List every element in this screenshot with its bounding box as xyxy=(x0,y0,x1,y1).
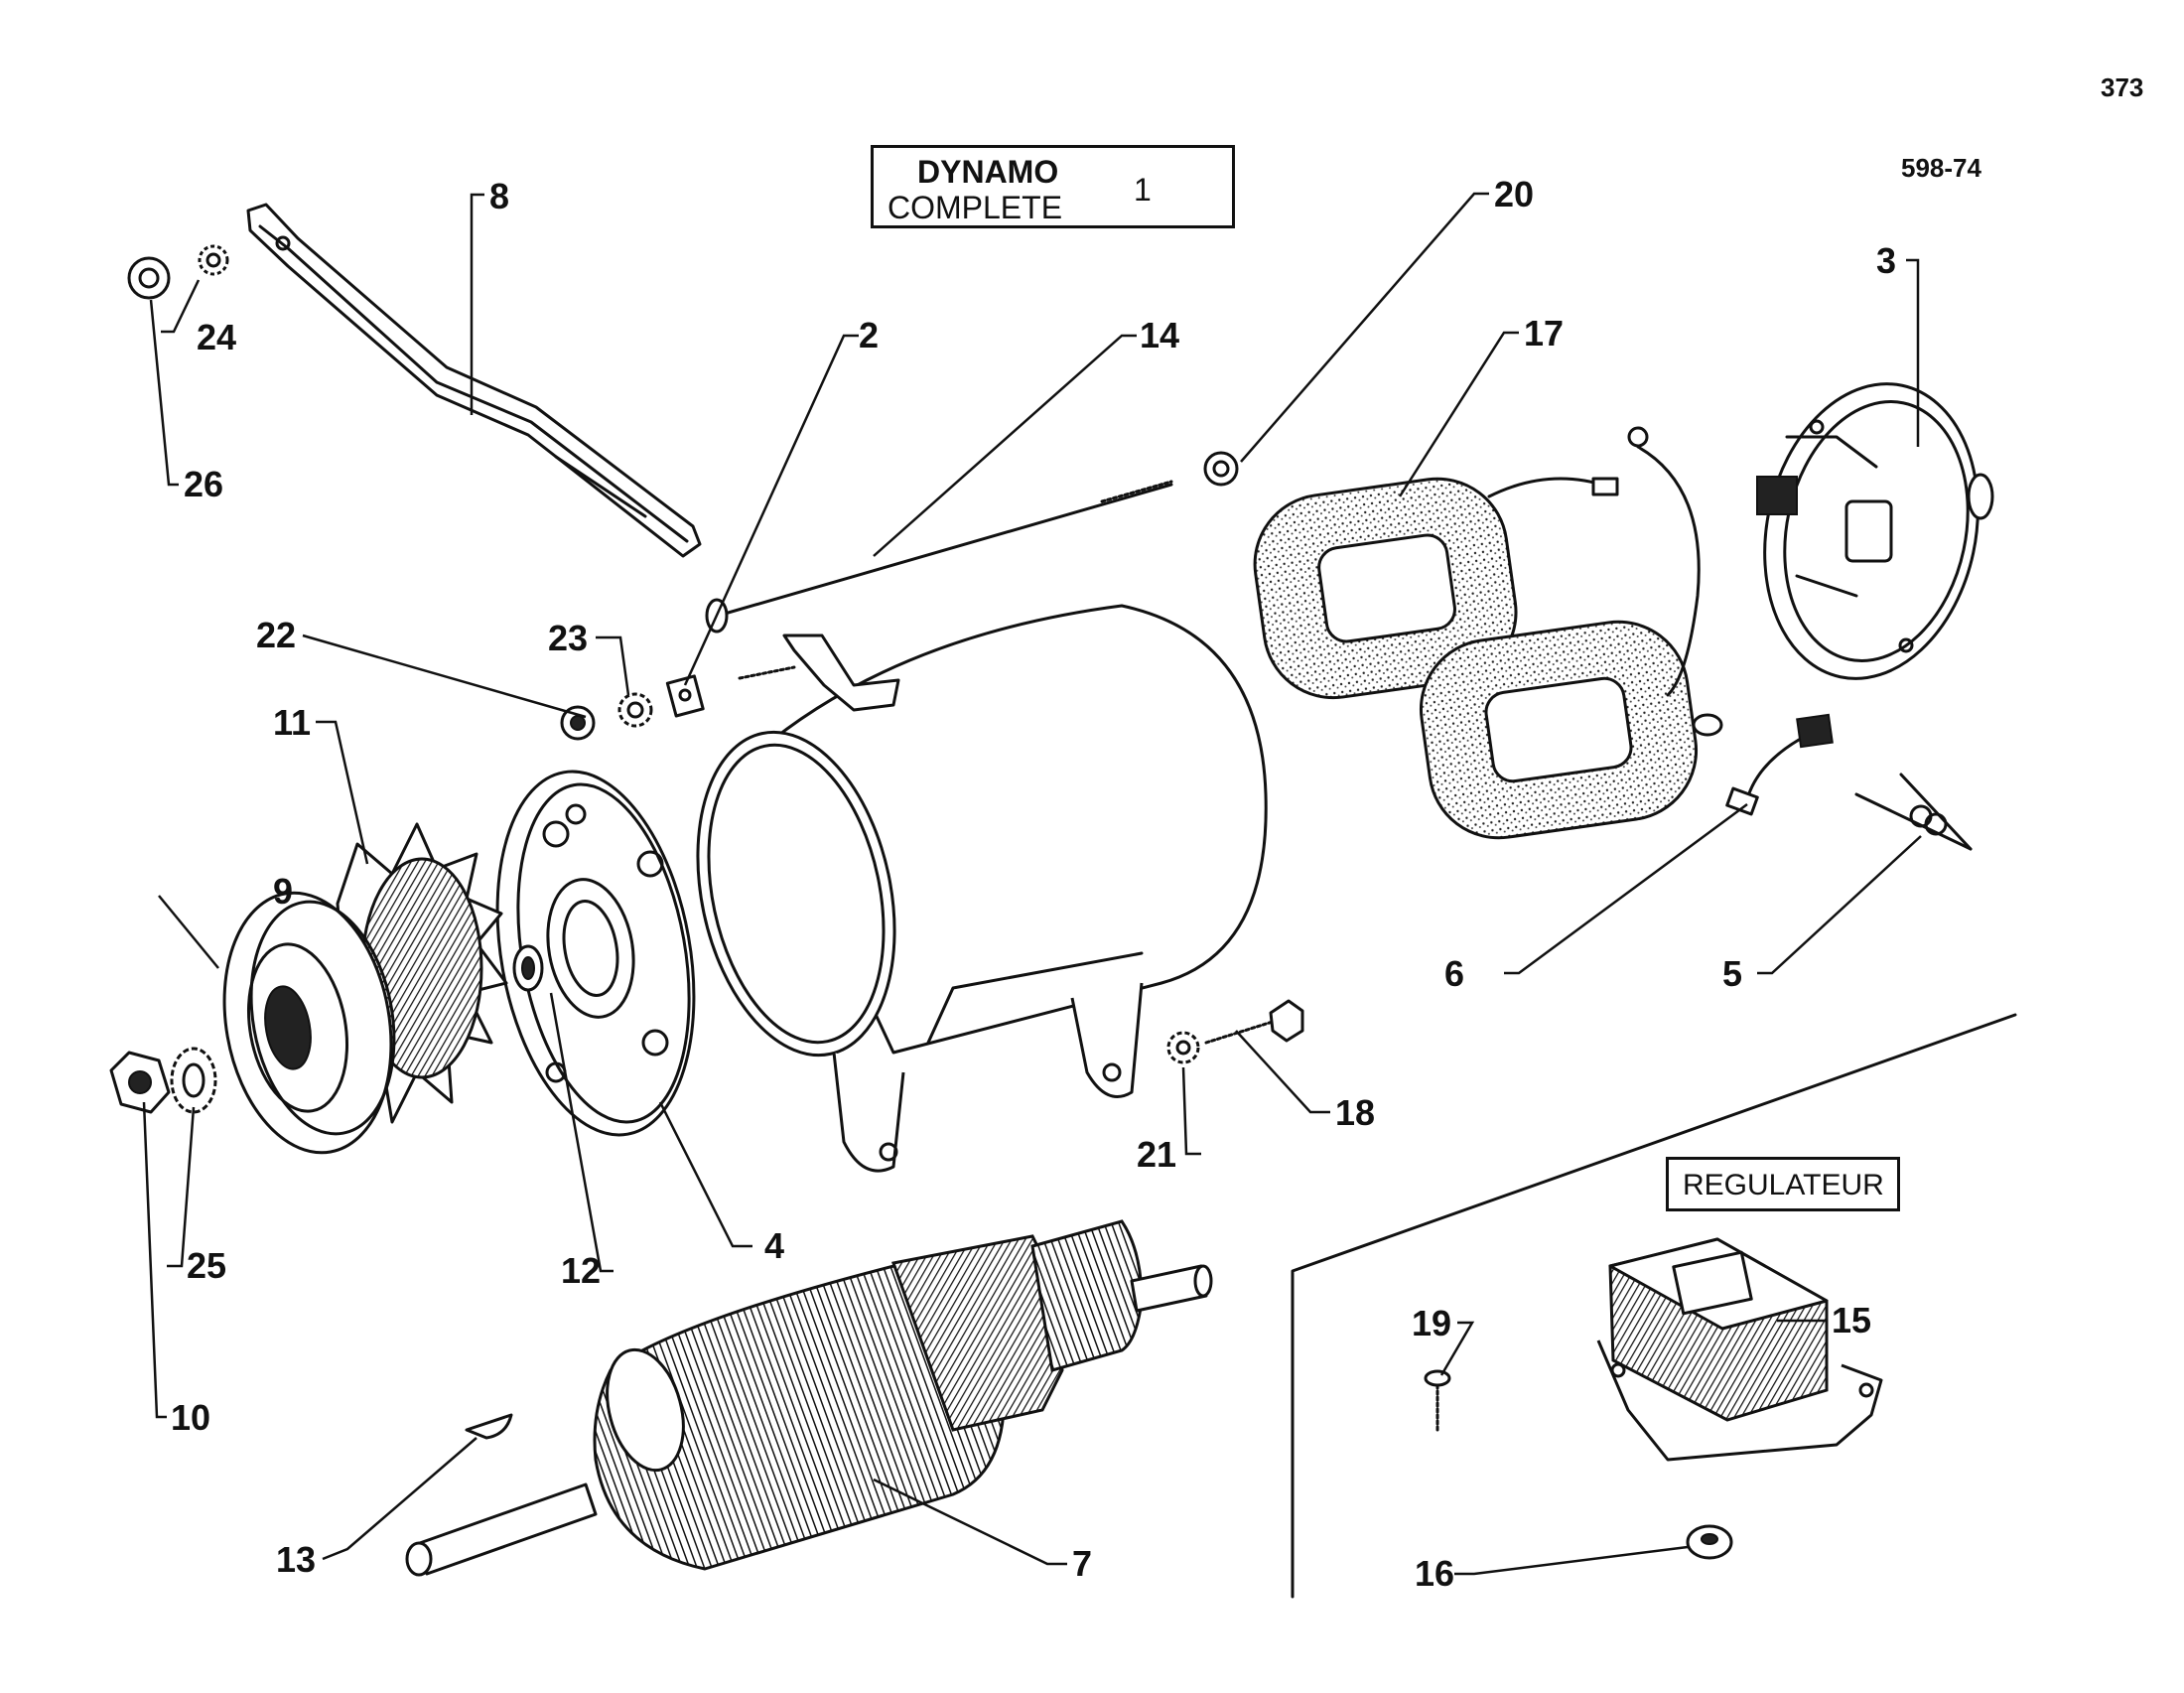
callout-23: 23 xyxy=(548,618,589,658)
callout-11: 11 xyxy=(273,702,312,743)
part-22-nut xyxy=(560,705,596,741)
callout-16: 16 xyxy=(1415,1553,1455,1594)
part-6-brush xyxy=(1725,713,1834,816)
callout-9: 9 xyxy=(273,871,294,912)
title-quantity: 1 xyxy=(1134,172,1152,208)
leader-lines xyxy=(142,192,1922,1576)
plate-code: 598-74 xyxy=(1901,153,1981,183)
callout-26: 26 xyxy=(184,464,224,504)
part-2-washer xyxy=(665,674,705,718)
part-9-pulley xyxy=(222,891,396,1155)
callout-25: 25 xyxy=(187,1245,227,1286)
section-label: REGULATEUR xyxy=(1683,1169,1884,1201)
callout-6: 6 xyxy=(1444,953,1465,994)
part-3-end-plate xyxy=(1756,382,1994,680)
part-18-bolt xyxy=(1204,999,1304,1045)
part-yoke-housing xyxy=(696,604,1268,1173)
part-21-washer xyxy=(1166,1031,1200,1064)
part-16-nut xyxy=(1686,1524,1733,1560)
callout-3: 3 xyxy=(1876,240,1897,281)
callout-20: 20 xyxy=(1494,174,1535,214)
title-box-dynamo: DYNAMO COMPLETE 1 xyxy=(871,145,1235,228)
part-12-spacer xyxy=(512,944,544,992)
callout-18: 18 xyxy=(1335,1092,1376,1133)
page-number: 373 xyxy=(2101,72,2144,102)
part-5-spring xyxy=(1854,773,1973,851)
regulateur-divider xyxy=(1291,1013,2017,1599)
part-8-bracket xyxy=(246,203,702,558)
part-19-screw xyxy=(1424,1369,1451,1432)
callout-19: 19 xyxy=(1412,1303,1452,1343)
callout-12: 12 xyxy=(561,1250,602,1291)
callout-10: 10 xyxy=(171,1397,211,1438)
part-4-end-plate xyxy=(495,770,696,1137)
part-23-washer xyxy=(617,692,653,728)
callout-15: 15 xyxy=(1832,1300,1872,1340)
part-15-regulator xyxy=(1596,1237,1883,1462)
section-box-regulateur: REGULATEUR xyxy=(1666,1157,1900,1211)
callout-5: 5 xyxy=(1722,953,1743,994)
part-24-washer xyxy=(198,244,229,276)
part-10-nut xyxy=(109,1051,171,1114)
callout-24: 24 xyxy=(197,317,237,357)
callout-2: 2 xyxy=(859,315,880,355)
callout-7: 7 xyxy=(1072,1543,1093,1584)
callout-4: 4 xyxy=(764,1225,785,1266)
part-7-armature xyxy=(405,1219,1213,1577)
title-line-2: COMPLETE xyxy=(887,190,1063,225)
part-17-field-coils xyxy=(1253,426,1723,840)
part-26-nut xyxy=(127,256,171,300)
callout-14: 14 xyxy=(1140,315,1180,355)
title-line-1: DYNAMO xyxy=(917,154,1059,190)
part-25-washer xyxy=(170,1047,217,1114)
callout-8: 8 xyxy=(489,176,510,216)
callout-17: 17 xyxy=(1524,313,1565,353)
part-20-nut xyxy=(1203,451,1239,487)
callout-13: 13 xyxy=(276,1539,317,1580)
callout-22: 22 xyxy=(256,615,297,655)
part-13-key xyxy=(465,1413,513,1440)
callout-21: 21 xyxy=(1137,1134,1177,1175)
